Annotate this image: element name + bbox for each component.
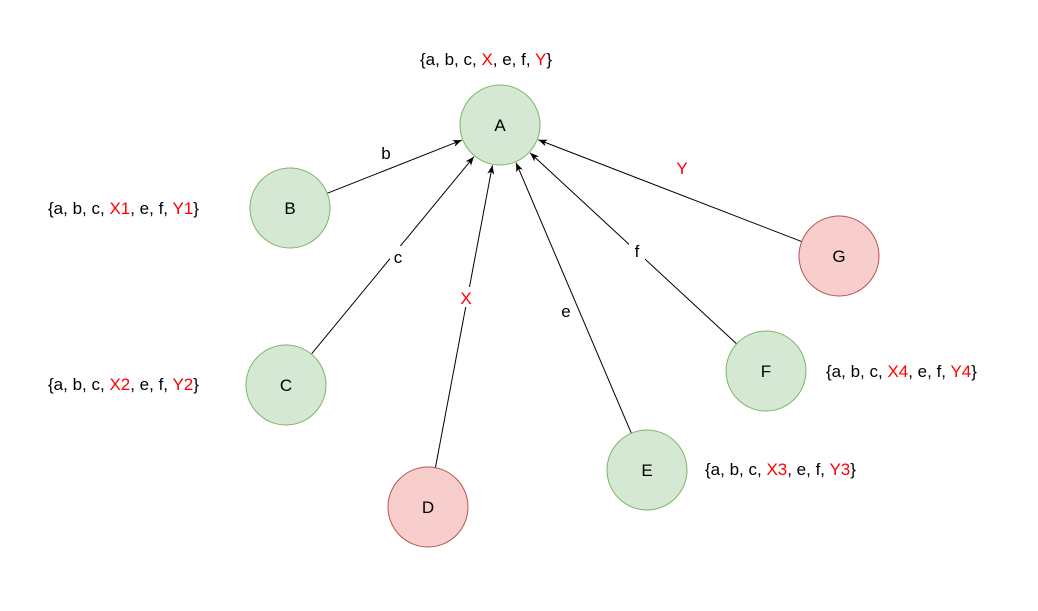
edge-d-to-a <box>434 165 495 468</box>
node-c[interactable]: C <box>245 344 327 426</box>
set-text-part: , e, f, <box>908 362 950 381</box>
edge-label-background <box>390 246 406 266</box>
node-label: A <box>494 116 506 135</box>
edge-label-c: c <box>394 248 403 267</box>
node-label: F <box>761 362 771 381</box>
nodes-layer: A B C D E F G <box>245 84 880 548</box>
node-label: E <box>641 461 652 480</box>
set-highlight-item: Y4 <box>950 362 971 381</box>
node-label: G <box>832 247 845 266</box>
set-highlight-item: X3 <box>766 460 787 479</box>
sets-layer: {a, b, c, X, e, f, Y}{a, b, c, X1, e, f,… <box>48 50 977 479</box>
set-text-part: , e, f, <box>130 199 172 218</box>
edge-label-d: X <box>460 289 471 308</box>
set-text-part: {a, b, c, <box>420 50 481 69</box>
edge-label-background <box>458 287 474 307</box>
edge-label-e: e <box>561 302 570 321</box>
set-highlight-item: Y <box>535 50 546 69</box>
edge-label-background <box>378 142 394 162</box>
node-label: B <box>284 199 295 218</box>
edge-label-f: f <box>635 242 640 261</box>
set-text-part: } <box>971 362 977 381</box>
node-g[interactable]: G <box>798 215 880 297</box>
set-highlight-item: Y1 <box>172 199 193 218</box>
node-circle <box>725 330 807 412</box>
node-e[interactable]: E <box>606 429 688 511</box>
edge-b-to-a <box>327 139 463 194</box>
edge-label-background <box>558 300 574 320</box>
set-highlight-item: X1 <box>109 199 130 218</box>
set-text-part: {a, b, c, <box>48 375 109 394</box>
set-highlight-item: X <box>481 50 492 69</box>
node-label: C <box>280 376 292 395</box>
edges-layer: b cXe f Y <box>311 139 802 468</box>
set-text-part: , e, f, <box>130 375 172 394</box>
set-text-part: } <box>850 460 856 479</box>
edge-g-to-a <box>538 139 802 243</box>
node-circle <box>387 466 469 548</box>
node-circle <box>245 344 327 426</box>
node-a[interactable]: A <box>459 84 541 166</box>
set-text-part: } <box>193 375 199 394</box>
node-circle <box>249 167 331 249</box>
node-label: D <box>422 498 434 517</box>
node-circle <box>798 215 880 297</box>
set-text-part: } <box>546 50 552 69</box>
set-label-e: {a, b, c, X3, e, f, Y3} <box>705 460 856 479</box>
set-text-part: , e, f, <box>493 50 535 69</box>
set-label-f: {a, b, c, X4, e, f, Y4} <box>826 362 977 381</box>
node-d[interactable]: D <box>387 466 469 548</box>
set-highlight-item: X2 <box>109 375 130 394</box>
node-b[interactable]: B <box>249 167 331 249</box>
edge-e-to-a <box>515 162 632 434</box>
edge-label-background <box>629 240 645 260</box>
node-circle <box>459 84 541 166</box>
edge-label-b: b <box>381 144 390 163</box>
edge-label-g: Y <box>676 159 687 178</box>
set-highlight-item: Y3 <box>829 460 850 479</box>
set-label-c: {a, b, c, X2, e, f, Y2} <box>48 375 199 394</box>
node-f[interactable]: F <box>725 330 807 412</box>
set-highlight-item: X4 <box>887 362 908 381</box>
set-label-a: {a, b, c, X, e, f, Y} <box>420 50 552 69</box>
node-circle <box>606 429 688 511</box>
set-highlight-item: Y2 <box>172 375 193 394</box>
set-label-b: {a, b, c, X1, e, f, Y1} <box>48 199 199 218</box>
edge-label-background <box>674 157 690 177</box>
set-text-part: {a, b, c, <box>826 362 887 381</box>
set-text-part: {a, b, c, <box>705 460 766 479</box>
set-text-part: } <box>193 199 199 218</box>
set-text-part: {a, b, c, <box>48 199 109 218</box>
set-text-part: , e, f, <box>787 460 829 479</box>
